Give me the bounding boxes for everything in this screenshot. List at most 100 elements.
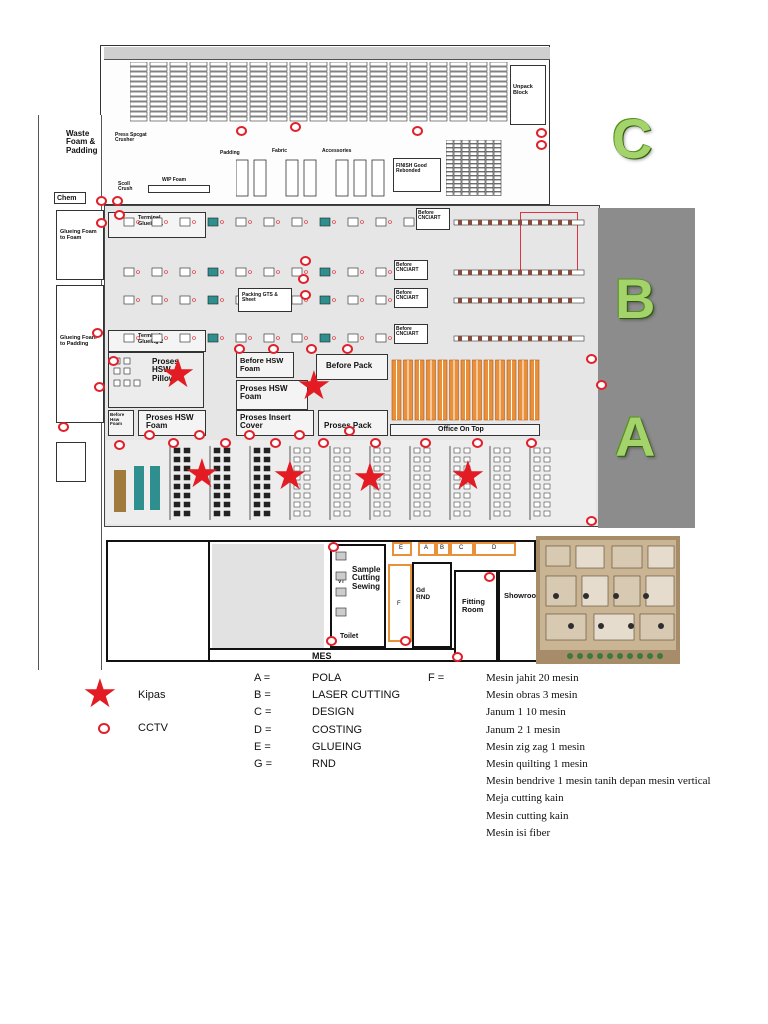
box-b bbox=[436, 542, 450, 556]
sample-label: Sample Cutting Sewing bbox=[352, 565, 381, 591]
before-cnc-3 bbox=[394, 288, 428, 308]
cctv-marker bbox=[234, 344, 245, 354]
before-hsw-foam-small-room bbox=[108, 410, 134, 436]
proses-insert-cover-label: Proses Insert Cover bbox=[240, 413, 291, 431]
legend-code-value: COSTING bbox=[312, 723, 363, 736]
box-b-label: B bbox=[440, 545, 445, 551]
legend-f-item: Mesin jahit 20 mesin bbox=[486, 672, 579, 684]
vt-label: VT bbox=[338, 579, 345, 585]
before-cnc-4-label: Before CNC/ART bbox=[396, 326, 419, 338]
kipas-star: ★ bbox=[296, 363, 332, 409]
proses-pack-label: Proses Pack bbox=[324, 421, 372, 430]
before-cnc-2 bbox=[394, 260, 428, 280]
office-on-top-label: Office On Top bbox=[438, 426, 484, 433]
legend-cctv-label: CCTV bbox=[138, 722, 168, 734]
box-f-label: F bbox=[397, 601, 401, 607]
legend-f-item: Mesin isi fiber bbox=[486, 826, 551, 839]
bottom-gray-area bbox=[212, 544, 324, 648]
before-cnc-2-label: Before CNC/ART bbox=[396, 262, 419, 274]
cctv-marker bbox=[344, 426, 355, 436]
dark-area-right bbox=[598, 208, 695, 528]
proses-hsw-foam-mid-room bbox=[236, 380, 308, 410]
before-hsw-foam-room bbox=[236, 352, 294, 378]
showroom-render bbox=[536, 536, 680, 664]
sample-fixtures bbox=[334, 548, 350, 628]
legend-cctv-icon bbox=[98, 723, 110, 734]
cctv-marker bbox=[526, 438, 537, 448]
cctv-marker bbox=[420, 438, 431, 448]
cctv-marker bbox=[536, 128, 547, 138]
box-c-label: C bbox=[459, 545, 464, 551]
finish-good-room bbox=[393, 158, 441, 192]
legend-code-value: GLUEING bbox=[312, 740, 362, 753]
storage-bins bbox=[235, 158, 386, 198]
cctv-marker bbox=[596, 380, 607, 390]
cctv-marker bbox=[96, 218, 107, 228]
legend-code-value: RND bbox=[312, 758, 336, 770]
legend-code-key: E = bbox=[254, 740, 271, 753]
legend-f-item: Janum 1 10 mesin bbox=[486, 706, 566, 719]
fabric-label: Fabric bbox=[272, 148, 288, 154]
floor-plan: Unpack Block Waste Foam & Padding Press … bbox=[38, 45, 695, 670]
before-cnc-4 bbox=[394, 324, 428, 344]
cctv-marker bbox=[96, 196, 107, 206]
kipas-star: ★ bbox=[352, 455, 388, 501]
finish-racks bbox=[445, 139, 502, 198]
waste-foam-label: Waste Foam & Padding bbox=[66, 129, 98, 155]
box-c bbox=[450, 542, 474, 556]
kipas-star: ★ bbox=[272, 453, 308, 499]
legend-f-item: Janum 2 1 mesin bbox=[486, 723, 561, 736]
cctv-marker bbox=[370, 438, 381, 448]
cctv-marker bbox=[236, 126, 247, 136]
cctv-marker bbox=[586, 354, 597, 364]
cctv-marker bbox=[220, 438, 231, 448]
chem-label: Chem bbox=[57, 195, 77, 202]
cctv-marker bbox=[318, 438, 329, 448]
legend-f-item: Mesin obras 3 mesin bbox=[486, 689, 578, 702]
sewing-area bbox=[106, 440, 596, 524]
legend-code-key: D = bbox=[254, 723, 272, 736]
cctv-marker bbox=[168, 438, 179, 448]
accessories-label: Accessories bbox=[322, 148, 352, 154]
legend-f-item: Mesin quilting 1 mesin bbox=[486, 758, 588, 770]
legend-code-value: POLA bbox=[312, 672, 342, 684]
cctv-marker bbox=[342, 344, 353, 354]
cctv-marker bbox=[472, 438, 483, 448]
mes-strip bbox=[208, 648, 458, 664]
cctv-marker bbox=[58, 422, 69, 432]
cctv-marker bbox=[326, 636, 337, 646]
legend-code-key: C = bbox=[254, 706, 272, 719]
cctv-marker bbox=[144, 430, 155, 440]
mes-label: MES bbox=[312, 651, 332, 661]
fitting-room bbox=[454, 570, 498, 662]
legend-kipas-label: Kipas bbox=[138, 689, 166, 701]
glueing-foam-to-padding-room bbox=[56, 285, 104, 423]
gd-rnd-label: Gd RND bbox=[416, 587, 431, 601]
glueing-foam-to-foam-label: Glueing Foam to Foam bbox=[60, 229, 97, 241]
cctv-marker bbox=[108, 356, 119, 366]
zone-letter-c: C bbox=[612, 107, 653, 170]
toilet-label: Toilet bbox=[340, 633, 359, 640]
cctv-marker bbox=[94, 382, 105, 392]
legend-f-item: Mesin zig zag 1 mesin bbox=[486, 740, 585, 753]
box-d bbox=[474, 542, 516, 556]
kipas-star: ★ bbox=[450, 453, 486, 499]
finish-good-label: FINISH Good Rebonded bbox=[396, 163, 427, 175]
cctv-marker bbox=[112, 196, 123, 206]
cctv-marker bbox=[400, 636, 411, 646]
legend-kipas-star: ★ bbox=[82, 671, 118, 717]
box-e bbox=[392, 542, 412, 556]
scrap-crush-label: Scoll Crush bbox=[118, 181, 133, 193]
cctv-markers bbox=[58, 122, 607, 662]
cctv-marker bbox=[536, 140, 547, 150]
cctv-marker bbox=[270, 438, 281, 448]
cctv-marker bbox=[586, 516, 597, 526]
fitting-room-label: Fitting Room bbox=[462, 597, 485, 614]
cctv-marker bbox=[290, 122, 301, 132]
legend-f-key: F = bbox=[428, 672, 445, 684]
cctv-marker bbox=[194, 430, 205, 440]
kipas-star: ★ bbox=[160, 351, 196, 397]
cctv-marker bbox=[268, 344, 279, 354]
